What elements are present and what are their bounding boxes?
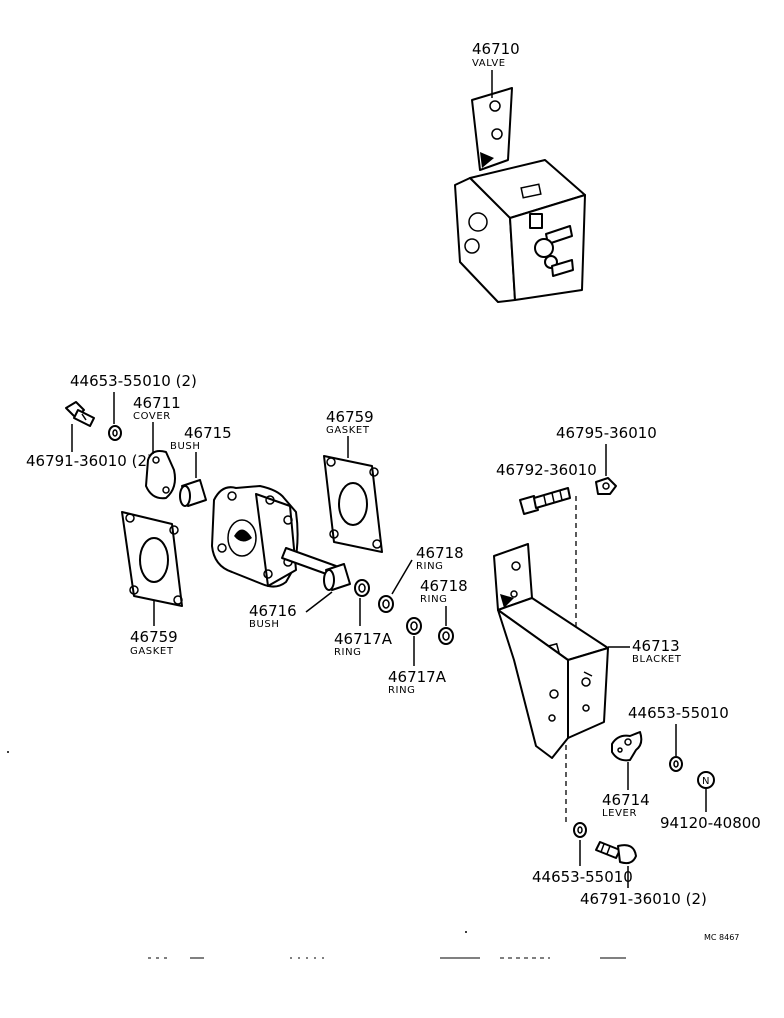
label-nut-right: 46795-36010 bbox=[556, 424, 657, 476]
bracket-part bbox=[493, 543, 609, 759]
svg-text:46717A: 46717A bbox=[388, 668, 447, 686]
svg-text:44653-55010: 44653-55010 bbox=[532, 868, 633, 886]
label-bolt-right: 46792-36010 bbox=[496, 461, 597, 479]
valve-pins bbox=[529, 213, 574, 277]
svg-text:46792-36010: 46792-36010 bbox=[496, 461, 597, 479]
svg-text:VALVE: VALVE bbox=[472, 58, 506, 69]
svg-text:RING: RING bbox=[334, 647, 362, 658]
svg-text:46713: 46713 bbox=[632, 637, 680, 655]
label-bush-top: 46715 BUSH bbox=[170, 424, 232, 478]
label-washer-bottom: 44653-55010 bbox=[532, 840, 633, 886]
bolt-left-small bbox=[65, 401, 95, 427]
ring-a1-part bbox=[354, 579, 370, 597]
svg-text:RING: RING bbox=[388, 685, 416, 696]
svg-text:46791-36010 (2): 46791-36010 (2) bbox=[580, 890, 707, 908]
svg-text:46791-36010 (2): 46791-36010 (2) bbox=[26, 452, 153, 470]
label-bolt-left-top: 44653-55010 (2) bbox=[70, 372, 197, 424]
svg-text:BUSH: BUSH bbox=[170, 441, 200, 452]
label-washer-right: 44653-55010 bbox=[628, 704, 729, 756]
label-bracket: 46713 BLACKET bbox=[608, 637, 682, 665]
washer-right-part bbox=[669, 756, 683, 772]
svg-text:GASKET: GASKET bbox=[130, 646, 174, 657]
label-n-nut: 94120-40800 bbox=[660, 788, 761, 832]
bolt-bottom-part bbox=[595, 841, 637, 865]
nut-right-part bbox=[595, 477, 617, 495]
reference-code: MC 8467 bbox=[704, 933, 739, 942]
ring-2-part bbox=[438, 627, 454, 645]
svg-text:46714: 46714 bbox=[602, 791, 650, 809]
label-cover: 46711 COVER bbox=[133, 394, 181, 454]
label-gasket-top: 46759 GASKET bbox=[326, 408, 374, 458]
cover-part bbox=[145, 450, 176, 500]
svg-text:RING: RING bbox=[416, 561, 444, 572]
gasket-left-part bbox=[121, 511, 183, 607]
svg-text:46795-36010: 46795-36010 bbox=[556, 424, 657, 442]
svg-text:46718: 46718 bbox=[420, 577, 468, 595]
label-lever: 46714 LEVER bbox=[602, 762, 650, 819]
bush-mid-part bbox=[323, 563, 351, 591]
scan-marks bbox=[7, 751, 626, 959]
label-bush-mid: 46716 BUSH bbox=[249, 591, 333, 630]
svg-text:46715: 46715 bbox=[184, 424, 232, 442]
svg-text:44653-55010 (2): 44653-55010 (2) bbox=[70, 372, 197, 390]
ring-1-part bbox=[378, 595, 394, 613]
washer-bottom-part bbox=[573, 822, 587, 838]
valve-body-part bbox=[211, 485, 337, 588]
label-ring-1: 46718 RING bbox=[391, 544, 464, 595]
svg-text:BLACKET: BLACKET bbox=[632, 654, 682, 665]
label-gasket-left: 46759 GASKET bbox=[130, 600, 178, 657]
svg-text:COVER: COVER bbox=[133, 411, 171, 422]
svg-text:LEVER: LEVER bbox=[602, 808, 637, 819]
svg-text:44653-55010: 44653-55010 bbox=[628, 704, 729, 722]
label-bolt-left: 46791-36010 (2) bbox=[26, 424, 153, 470]
bush-top-part bbox=[179, 479, 207, 507]
washer-left-small bbox=[108, 425, 122, 441]
svg-text:46759: 46759 bbox=[326, 408, 374, 426]
label-ring-a1: 46717A RING bbox=[334, 598, 393, 658]
gasket-top-part bbox=[323, 455, 383, 553]
ring-a2-part bbox=[406, 617, 422, 635]
valve-assembly bbox=[454, 87, 586, 303]
bolt-right-part bbox=[519, 487, 571, 515]
svg-text:BUSH: BUSH bbox=[249, 619, 279, 630]
label-ring-a2: 46717A RING bbox=[388, 636, 447, 696]
svg-text:46711: 46711 bbox=[133, 394, 181, 412]
svg-text:94120-40800: 94120-40800 bbox=[660, 814, 761, 832]
svg-text:46717A: 46717A bbox=[334, 630, 393, 648]
svg-text:GASKET: GASKET bbox=[326, 425, 370, 436]
svg-text:46710: 46710 bbox=[472, 40, 520, 58]
label-ring-2: 46718 RING bbox=[420, 577, 468, 626]
label-bolt-bottom: 46791-36010 (2) bbox=[580, 866, 707, 908]
n-nut-part: N bbox=[697, 771, 715, 789]
lever-part bbox=[611, 731, 643, 762]
svg-text:46718: 46718 bbox=[416, 544, 464, 562]
svg-text:RING: RING bbox=[420, 594, 448, 605]
label-valve: 46710 VALVE bbox=[472, 40, 520, 98]
svg-text:N: N bbox=[702, 776, 710, 787]
svg-text:46716: 46716 bbox=[249, 602, 297, 620]
svg-text:46759: 46759 bbox=[130, 628, 178, 646]
